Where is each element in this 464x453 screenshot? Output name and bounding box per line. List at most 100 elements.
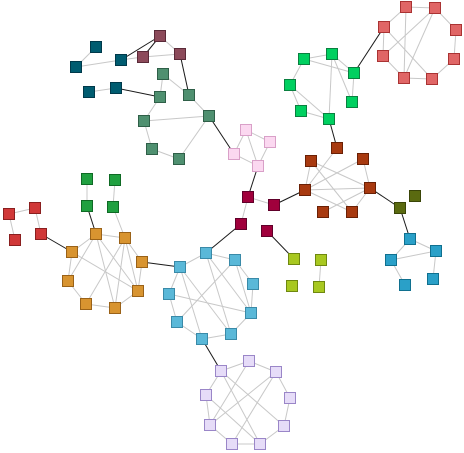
node-pink-light[interactable]: [264, 136, 276, 148]
node-red-top-right[interactable]: [450, 24, 462, 36]
bridge-edge: [115, 87, 161, 98]
node-olive[interactable]: [394, 202, 406, 214]
node-red-left[interactable]: [29, 202, 41, 214]
node-lavender[interactable]: [204, 419, 216, 431]
node-green-bright[interactable]: [323, 113, 335, 125]
node-red-top-right[interactable]: [377, 50, 389, 62]
node-sage[interactable]: [203, 110, 215, 122]
node-lavender[interactable]: [226, 438, 238, 450]
node-rust[interactable]: [364, 182, 376, 194]
node-navy-teal[interactable]: [83, 86, 95, 98]
node-orange[interactable]: [80, 298, 92, 310]
node-sky[interactable]: [245, 307, 257, 319]
node-green-bright[interactable]: [284, 79, 296, 91]
node-cyan-blue[interactable]: [430, 245, 442, 257]
node-cyan-blue[interactable]: [385, 254, 397, 266]
node-lime[interactable]: [288, 253, 300, 265]
node-navy-teal[interactable]: [115, 54, 127, 66]
node-cyan-blue[interactable]: [427, 273, 439, 285]
node-lime[interactable]: [286, 280, 298, 292]
node-sky[interactable]: [163, 288, 175, 300]
node-crimson[interactable]: [235, 218, 247, 230]
node-rust[interactable]: [331, 142, 343, 154]
node-sage[interactable]: [157, 68, 169, 80]
node-sage[interactable]: [146, 143, 158, 155]
node-mauve[interactable]: [174, 48, 186, 60]
node-orange[interactable]: [136, 256, 148, 268]
node-lavender[interactable]: [200, 389, 212, 401]
node-lavender[interactable]: [284, 392, 296, 404]
node-red-left[interactable]: [35, 228, 47, 240]
intra-community-edge: [382, 7, 436, 57]
node-orange[interactable]: [90, 228, 102, 240]
node-crimson[interactable]: [242, 191, 254, 203]
node-sky[interactable]: [247, 278, 259, 290]
node-cyan-blue[interactable]: [404, 233, 416, 245]
intra-community-edge: [322, 187, 371, 213]
intra-community-edge: [179, 266, 203, 340]
node-rust[interactable]: [305, 155, 317, 167]
node-navy-teal[interactable]: [70, 61, 82, 73]
intra-community-edge: [310, 160, 371, 189]
node-dark-green[interactable]: [81, 173, 93, 185]
node-pink-light[interactable]: [252, 160, 264, 172]
node-sage[interactable]: [138, 115, 150, 127]
node-sage[interactable]: [183, 89, 195, 101]
node-lime[interactable]: [315, 254, 327, 266]
node-sky[interactable]: [196, 333, 208, 345]
node-green-bright[interactable]: [348, 67, 360, 79]
node-crimson[interactable]: [268, 199, 280, 211]
node-rust[interactable]: [346, 206, 358, 218]
nodes-layer: [3, 1, 462, 450]
node-navy-teal[interactable]: [90, 41, 102, 53]
bridge-edge: [141, 261, 181, 268]
node-rust[interactable]: [357, 153, 369, 165]
node-sky[interactable]: [229, 254, 241, 266]
node-red-top-right[interactable]: [429, 2, 441, 14]
node-red-top-right[interactable]: [378, 21, 390, 33]
node-red-top-right[interactable]: [398, 72, 410, 84]
node-olive[interactable]: [409, 190, 421, 202]
node-sage[interactable]: [173, 153, 185, 165]
node-rust[interactable]: [299, 184, 311, 196]
node-dark-green[interactable]: [81, 200, 93, 212]
node-lavender[interactable]: [215, 365, 227, 377]
node-crimson[interactable]: [261, 225, 273, 237]
node-sky[interactable]: [225, 328, 237, 340]
node-mauve[interactable]: [137, 51, 149, 63]
node-lime[interactable]: [313, 281, 325, 293]
node-dark-green[interactable]: [109, 174, 121, 186]
node-red-top-right[interactable]: [426, 73, 438, 85]
node-red-top-right[interactable]: [400, 1, 412, 13]
node-green-bright[interactable]: [326, 48, 338, 60]
node-navy-teal[interactable]: [110, 82, 122, 94]
node-rust[interactable]: [317, 206, 329, 218]
node-cyan-blue[interactable]: [399, 279, 411, 291]
intra-community-edge: [205, 252, 252, 314]
node-lavender[interactable]: [278, 420, 290, 432]
node-pink-light[interactable]: [240, 124, 252, 136]
node-mauve[interactable]: [154, 30, 166, 42]
node-green-bright[interactable]: [298, 53, 310, 65]
node-sky[interactable]: [171, 316, 183, 328]
node-green-bright[interactable]: [346, 96, 358, 108]
node-pink-light[interactable]: [228, 148, 240, 160]
node-red-left[interactable]: [3, 208, 15, 220]
node-orange[interactable]: [62, 275, 74, 287]
node-red-left[interactable]: [9, 234, 21, 246]
node-sky[interactable]: [174, 261, 186, 273]
node-dark-green[interactable]: [107, 201, 119, 213]
node-green-bright[interactable]: [295, 105, 307, 117]
intra-community-edge: [168, 293, 252, 314]
node-red-top-right[interactable]: [448, 53, 460, 65]
node-orange[interactable]: [66, 246, 78, 258]
node-sky[interactable]: [200, 247, 212, 259]
node-orange[interactable]: [119, 232, 131, 244]
node-lavender[interactable]: [243, 355, 255, 367]
node-orange[interactable]: [109, 302, 121, 314]
node-lavender[interactable]: [254, 438, 266, 450]
node-lavender[interactable]: [270, 366, 282, 378]
node-sage[interactable]: [154, 91, 166, 103]
node-orange[interactable]: [132, 285, 144, 297]
